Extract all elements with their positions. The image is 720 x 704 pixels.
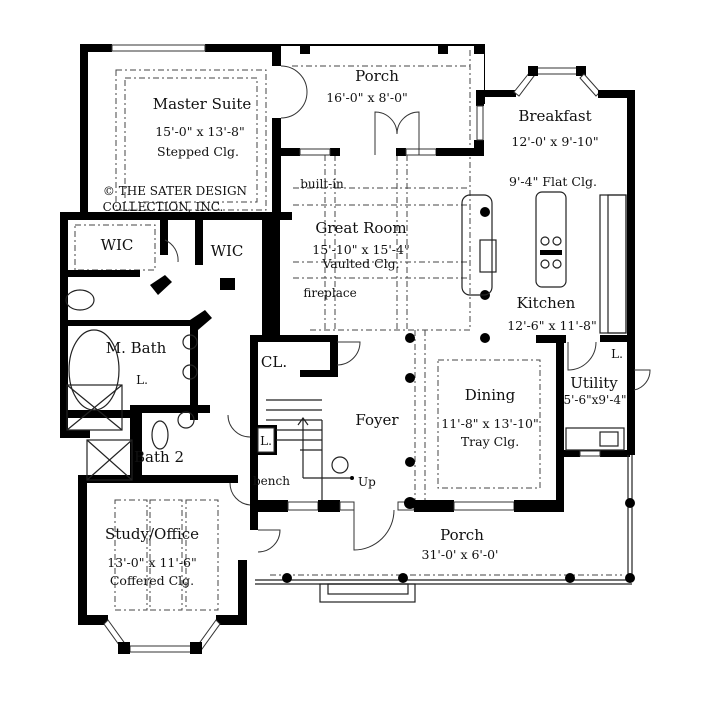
doors xyxy=(164,65,651,553)
great-room-size: 15'-10" x 15'-4" xyxy=(312,242,410,257)
vanity-sink-icon xyxy=(182,334,198,350)
master-suite-label: Master Suite xyxy=(153,95,252,113)
study-size: 13'-0" x 11'-6" xyxy=(107,555,197,570)
sink2-icon xyxy=(177,411,195,429)
kitchen-size: 12'-6" x 11'-8" xyxy=(507,318,597,333)
burner-icon xyxy=(540,236,550,246)
fireplace-label: fireplace xyxy=(303,286,356,300)
front-porch-size: 31'-0' x 6'-0' xyxy=(422,547,499,562)
bathtub-icon xyxy=(68,329,120,411)
wic-right-label: WIC xyxy=(211,242,244,260)
kitchen-counter xyxy=(461,194,493,296)
utility-size: 5'-6"x9'-4" xyxy=(563,393,626,407)
copyright-line-1: © THE SATER DESIGN xyxy=(103,184,247,198)
wic-left-label: WIC xyxy=(101,236,134,254)
linen-box xyxy=(257,427,275,453)
utility-linen-label: L. xyxy=(611,347,623,361)
newel-post xyxy=(331,456,349,474)
breakfast-label: Breakfast xyxy=(518,107,591,125)
foyer-label: Foyer xyxy=(355,411,399,429)
study-ceiling: Coffered Clg. xyxy=(110,573,194,588)
master-suite-size: 15'-0" x 13'-8" xyxy=(155,124,245,139)
washer-dryer xyxy=(565,427,625,451)
great-room-ceiling: Vaulted Clg. xyxy=(321,256,399,271)
built-in-label: built-in xyxy=(300,177,344,191)
shower2-icon xyxy=(86,439,133,481)
utility-label: Utility xyxy=(570,374,618,392)
bench-label: bench xyxy=(253,474,290,488)
master-bath-linen-label: L. xyxy=(136,373,148,387)
foyer-linen-label: L. xyxy=(260,434,272,448)
closet-label: CL. xyxy=(261,353,287,371)
shower-icon xyxy=(66,384,123,431)
great-room-label: Great Room xyxy=(315,219,406,237)
columns xyxy=(282,207,635,583)
stairs-up-label: Up xyxy=(358,475,376,489)
breakfast-size: 12'-0' x 9'-10" xyxy=(511,134,598,149)
ceiling-outlines xyxy=(74,50,622,611)
island xyxy=(535,191,567,288)
toilet-icon xyxy=(65,289,95,311)
sink-icon xyxy=(479,239,497,273)
master-bath-label: M. Bath xyxy=(106,339,167,357)
dining-ceiling: Tray Clg. xyxy=(461,434,519,449)
study-label: Study/Office xyxy=(105,525,199,543)
breakfast-ceiling: 9'-4" Flat Clg. xyxy=(509,174,597,189)
dining-label: Dining xyxy=(465,386,516,404)
rear-porch-label: Porch xyxy=(355,67,399,85)
master-suite-ceiling: Stepped Clg. xyxy=(157,144,239,159)
kitchen-cabinets xyxy=(599,194,627,334)
kitchen-label: Kitchen xyxy=(517,294,576,312)
front-porch-label: Porch xyxy=(440,526,484,544)
copyright-line-2: COLLECTION, INC. xyxy=(103,200,224,214)
rear-porch-size: 16'-0" x 8'-0" xyxy=(326,90,408,105)
copyright: © THE SATER DESIGN COLLECTION, INC. xyxy=(103,184,247,214)
bath2-label: Bath 2 xyxy=(134,448,184,466)
fixtures xyxy=(65,191,627,500)
walls xyxy=(60,44,635,654)
toilet2-icon xyxy=(151,420,169,450)
dining-size: 11'-8" x 13'-10" xyxy=(441,416,539,431)
